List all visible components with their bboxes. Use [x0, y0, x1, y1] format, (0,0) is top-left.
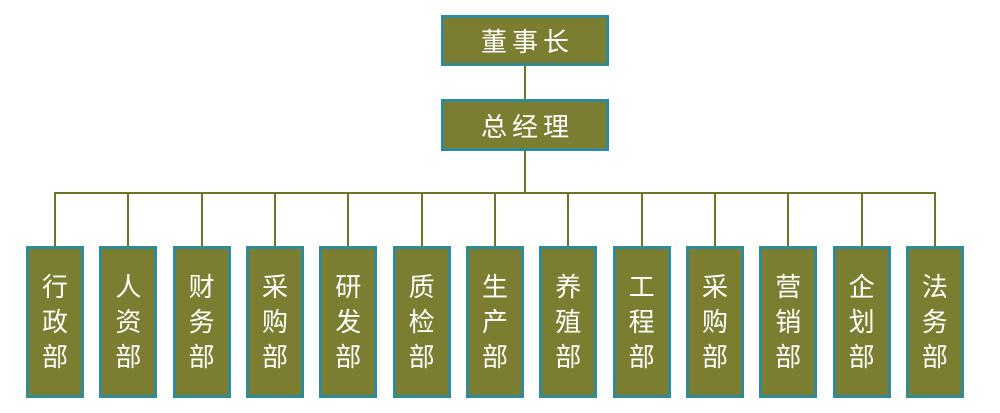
dept-cell: 工程部 — [612, 192, 671, 398]
org-node-label: 质检部 — [408, 271, 435, 372]
org-node-department[interactable]: 养殖部 — [539, 246, 598, 398]
org-node-label: 采购部 — [261, 271, 288, 372]
dept-cell: 研发部 — [319, 192, 378, 398]
dept-cell: 营销部 — [759, 192, 818, 398]
org-node-label: 营销部 — [775, 271, 802, 372]
dept-cell: 企划部 — [832, 192, 891, 398]
org-node-department[interactable]: 营销部 — [759, 246, 818, 398]
dept-cell: 法务部 — [905, 192, 964, 398]
connector-drop-line — [493, 192, 496, 246]
dept-cell: 行政部 — [26, 192, 84, 398]
dept-cell: 生产部 — [465, 192, 524, 398]
connector-drop-line — [640, 192, 643, 246]
org-node-label: 研发部 — [335, 271, 362, 372]
dept-cell: 财务部 — [172, 192, 231, 398]
org-node-department[interactable]: 行政部 — [26, 246, 84, 398]
org-node-label: 行政部 — [41, 271, 68, 372]
org-node-general-manager[interactable]: 总经理 — [441, 99, 609, 151]
dept-cell: 采购部 — [245, 192, 304, 398]
connector-chairman-manager — [524, 66, 526, 99]
org-node-department[interactable]: 采购部 — [245, 246, 304, 398]
org-node-department[interactable]: 研发部 — [319, 246, 378, 398]
connector-drop-line — [713, 192, 716, 246]
connector-drop-line — [200, 192, 203, 246]
connector-drop-line — [420, 192, 423, 246]
org-node-label: 工程部 — [628, 271, 655, 372]
connector-drop-line — [54, 192, 56, 246]
connector-drop-line — [567, 192, 570, 246]
org-node-department[interactable]: 质检部 — [392, 246, 451, 398]
dept-cell: 采购部 — [685, 192, 744, 398]
org-node-department[interactable]: 财务部 — [172, 246, 231, 398]
org-node-label: 企划部 — [848, 271, 875, 372]
org-node-label: 生产部 — [481, 271, 508, 372]
dept-cell: 养殖部 — [539, 192, 598, 398]
connector-drop-line — [347, 192, 350, 246]
org-node-department[interactable]: 人资部 — [99, 246, 158, 398]
org-node-department[interactable]: 企划部 — [832, 246, 891, 398]
connector-drop-line — [860, 192, 863, 246]
connector-drop-line — [933, 192, 936, 246]
connector-drop-line — [127, 192, 130, 246]
dept-cell: 人资部 — [99, 192, 158, 398]
dept-cell: 质检部 — [392, 192, 451, 398]
org-node-label: 法务部 — [921, 271, 948, 372]
org-node-label: 养殖部 — [555, 271, 582, 372]
connector-drop-line — [273, 192, 276, 246]
org-node-label: 人资部 — [115, 271, 142, 372]
connector-manager-trunk — [524, 151, 526, 193]
org-node-department[interactable]: 生产部 — [465, 246, 524, 398]
org-node-chairman[interactable]: 董事长 — [441, 15, 609, 66]
org-node-label: 财务部 — [188, 271, 215, 372]
org-node-department[interactable]: 采购部 — [685, 246, 744, 398]
connector-drop-line — [787, 192, 790, 246]
org-node-label: 董事长 — [480, 27, 574, 57]
org-node-label: 总经理 — [480, 111, 574, 142]
org-node-label: 采购部 — [701, 271, 728, 372]
department-row: 行政部 人资部 财务部 采购部 研发部 — [26, 192, 964, 398]
org-node-department[interactable]: 法务部 — [905, 246, 964, 398]
org-node-department[interactable]: 工程部 — [612, 246, 671, 398]
